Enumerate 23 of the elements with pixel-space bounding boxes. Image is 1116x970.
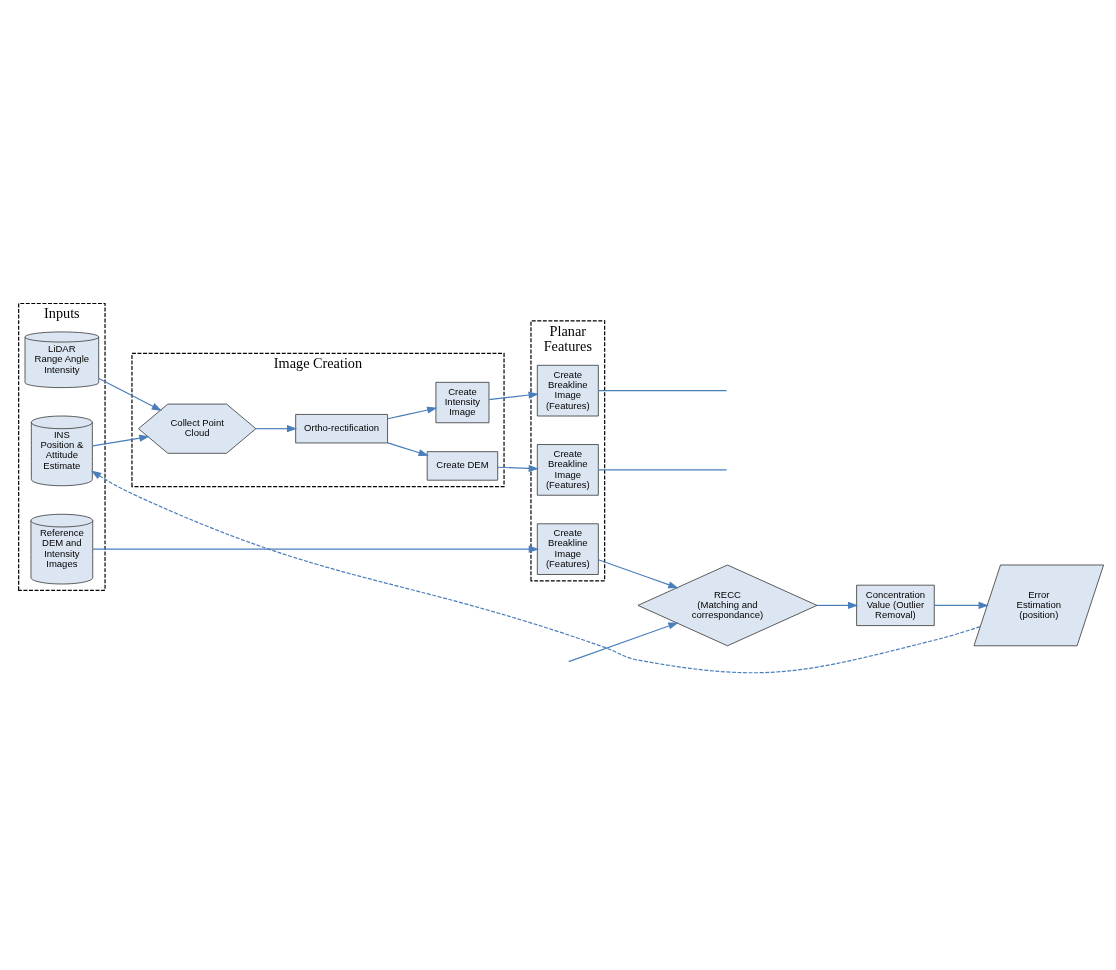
node-diamond: RECC (Matching and correspondance): [637, 564, 818, 647]
connector: [597, 469, 728, 471]
arrow: [387, 442, 429, 457]
connector: [597, 390, 728, 392]
arrow: [816, 601, 859, 609]
node-box: Create Breakline Image (Features): [536, 523, 599, 575]
arrow: [568, 622, 679, 663]
node-box: Create DEM: [426, 451, 499, 481]
arrow: [597, 559, 679, 589]
node-box: Concentration Value (Outlier Removal): [856, 584, 935, 626]
node-box: Create Breakline Image (Features): [536, 444, 599, 496]
arrow: [934, 601, 989, 609]
arrow: [255, 425, 298, 433]
arrow: [92, 545, 539, 553]
arrow: [90, 470, 981, 674]
node-box: Create Intensity Image: [435, 381, 490, 424]
node-box: Ortho-rectification: [295, 414, 388, 444]
node-box: Create Breakline Image (Features): [536, 364, 599, 417]
arrow: [497, 464, 539, 473]
arrow: [387, 406, 438, 420]
arrow: [98, 377, 162, 411]
arrow: [488, 391, 539, 401]
arrow: [92, 434, 150, 447]
